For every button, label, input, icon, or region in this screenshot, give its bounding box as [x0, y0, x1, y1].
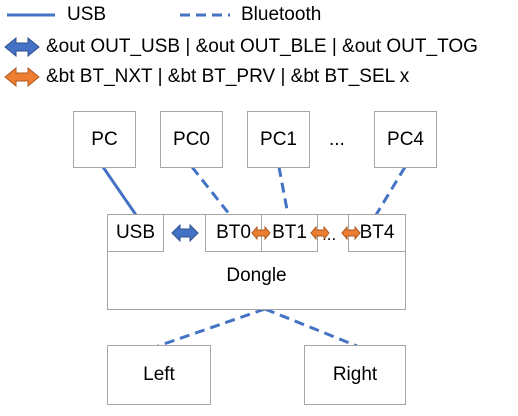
double-arrow-icon [251, 226, 271, 240]
dongle-right-connection [264, 307, 358, 348]
double-arrow-icon [341, 226, 361, 240]
pc1-bt1-connection [277, 166, 290, 216]
dongle-usb-label: USB [115, 222, 156, 243]
legend-bluetooth-label: Bluetooth [241, 4, 322, 25]
host-pc4-label: PC4 [387, 128, 424, 150]
host-pc: PC [73, 111, 136, 168]
dongle-label: Dongle [226, 265, 287, 286]
dongle-usb-port: USB [107, 214, 164, 252]
host-pc1: PC1 [247, 111, 310, 168]
pc4-bt4-connection [374, 166, 407, 216]
left-half-label: Left [143, 364, 175, 385]
dongle-bt4-slot: BT4 [348, 214, 406, 252]
right-half: Right [304, 345, 406, 405]
host-pc-label: PC [91, 128, 118, 150]
host-pc0: PC0 [160, 111, 223, 168]
double-arrow-icon [4, 37, 40, 57]
legend-bt-keys: &bt BT_NXT | &bt BT_PRV | &bt BT_SEL x [46, 66, 410, 87]
dongle-bt0-label: BT0 [216, 222, 251, 243]
dongle-bt0-slot: BT0 [205, 214, 262, 252]
dongle-left-connection [157, 307, 266, 348]
right-half-label: Right [332, 364, 378, 385]
legend-usb-label: USB [67, 4, 107, 25]
double-arrow-icon [171, 224, 199, 242]
host-pc4: PC4 [374, 111, 437, 168]
dongle-bt1-label: BT1 [272, 222, 307, 243]
pc0-bt0-connection [190, 166, 232, 216]
pc-usb-connection [101, 166, 138, 216]
dongle-bt4-label: BT4 [359, 222, 395, 243]
host-pc0-label: PC0 [173, 128, 210, 150]
legend-output-keys: &out OUT_USB | &out OUT_BLE | &out OUT_T… [46, 36, 478, 57]
host-pc1-label: PC1 [260, 128, 297, 150]
left-half: Left [107, 345, 211, 405]
double-arrow-icon [310, 226, 330, 240]
host-ellipsis: ... [329, 129, 345, 150]
double-arrow-icon [4, 67, 40, 87]
